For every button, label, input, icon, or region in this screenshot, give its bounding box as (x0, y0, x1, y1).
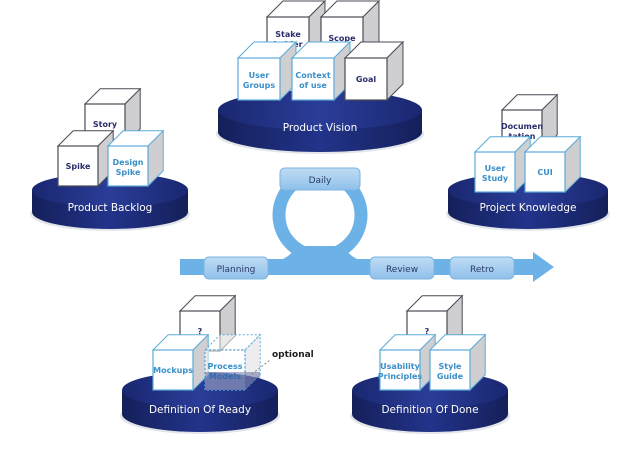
cube-label-line2: Guide (437, 372, 464, 381)
stage-review[interactable]: Review (369, 256, 435, 280)
cube-front (291, 57, 335, 101)
optional-overlay (205, 372, 261, 390)
cube-front (474, 151, 516, 193)
stage-retro[interactable]: Retro (449, 256, 515, 280)
stage-planning-label: Planning (217, 265, 256, 275)
cube-label: Story (93, 120, 118, 129)
flow-arrow-shaft (180, 259, 535, 275)
platform-product-vision[interactable]: StakeholderScopeUserGroupsContextof useG… (216, 0, 424, 154)
platform-label: Product Vision (283, 122, 358, 134)
cube-front (57, 145, 99, 187)
cube-front (524, 151, 566, 193)
cube-label-line1: User (485, 164, 506, 173)
platform-label: Product Backlog (68, 202, 153, 214)
platform-label: Project Knowledge (480, 202, 577, 214)
cube-label: ? (198, 327, 203, 336)
stage-daily-label: Daily (309, 176, 332, 186)
optional-annotation: optional (251, 350, 314, 375)
cube-front (107, 145, 149, 187)
cube-scope[interactable]: Scope (319, 0, 381, 61)
sprint-flow: Daily Planning Review Retro (180, 167, 554, 282)
stage-retro-label: Retro (470, 265, 494, 275)
cube-label: ? (425, 327, 430, 336)
platform-label: Definition Of Done (381, 404, 478, 416)
cube-label-line2: Study (482, 174, 509, 183)
cube-label-line1: Context (295, 71, 330, 80)
cube-label-line1: Process (208, 362, 243, 371)
cube-front (152, 349, 194, 391)
cube-label-line1: User (249, 71, 270, 80)
cube-goal[interactable]: Goal (343, 40, 405, 102)
cube-label: Goal (356, 75, 376, 84)
stage-daily[interactable]: Daily (279, 167, 361, 191)
optional-label: optional (272, 350, 314, 360)
cube-label-line2: Groups (243, 81, 275, 90)
cube-label-line1: Usability (380, 362, 420, 371)
cube-label: Spike (66, 162, 91, 171)
cube-label: Mockups (153, 366, 193, 375)
stage-review-label: Review (386, 265, 418, 275)
cube-mockups[interactable]: Mockups (151, 333, 210, 392)
cube-label-line2: Models (209, 372, 241, 381)
cube-label: CUI (537, 168, 552, 177)
platform-project-knowledge[interactable]: DocumentationUserStudyCUIProject Knowled… (446, 93, 610, 231)
loop-junction (275, 246, 365, 262)
cube-label-line1: Style (439, 362, 463, 371)
cube-front (237, 57, 281, 101)
cube-label-line1: Documen (501, 122, 543, 131)
flow-arrow-head (533, 252, 554, 282)
cube-label-line2: Principles (378, 372, 423, 381)
cube-front (204, 349, 246, 391)
cube-label-line1: Design (113, 158, 144, 167)
cube-label-line2: Spike (116, 168, 141, 177)
stage-planning[interactable]: Planning (203, 256, 269, 280)
cube-front (379, 349, 421, 391)
cube-front (429, 349, 471, 391)
platform-label: Definition Of Ready (149, 404, 251, 416)
cube-label-line2: of use (299, 81, 327, 90)
platform-definition-of-done[interactable]: ?UsabilityPrinciplesStyleGuideDefinition… (350, 294, 510, 434)
cube-spike[interactable]: Spike (56, 129, 115, 188)
cube-label-line1: Stake (275, 30, 301, 39)
cube-cui[interactable]: CUI (523, 135, 582, 194)
cube-label: Scope (328, 34, 356, 43)
cube-front (344, 57, 388, 101)
